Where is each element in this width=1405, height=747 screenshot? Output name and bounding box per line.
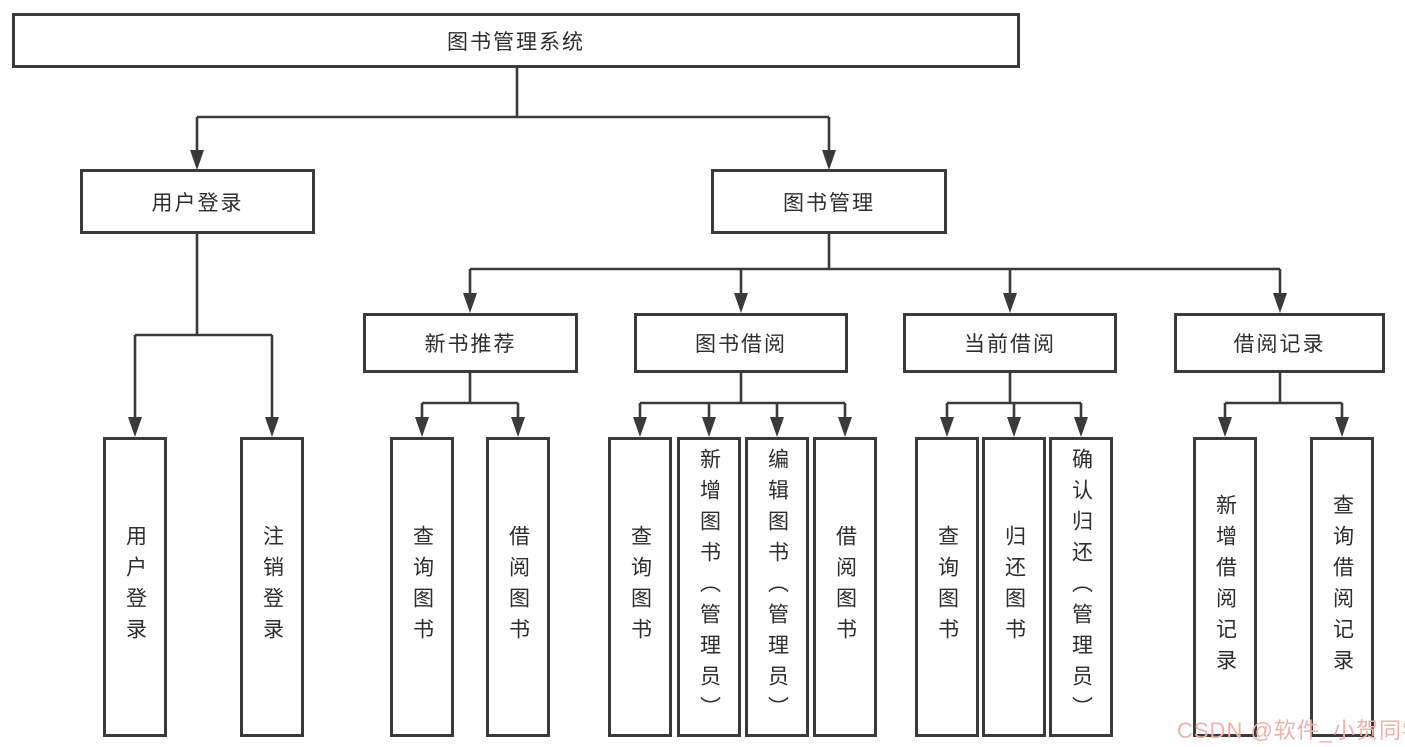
node-label: 新书推荐	[424, 333, 517, 356]
node-label: 查询图书	[628, 525, 652, 649]
node-label: 新增图书（管理员）	[697, 447, 721, 727]
node-label: 图书管理系统	[447, 30, 585, 54]
leaf-borrow-books-2: 借阅图书	[813, 437, 877, 737]
node-label: 借阅图书	[833, 525, 857, 649]
node-label: 借阅图书	[506, 525, 530, 649]
node-book-borrow: 图书借阅	[634, 313, 848, 373]
leaf-add-borrow-record: 新增借阅记录	[1193, 437, 1257, 737]
node-current-borrow: 当前借阅	[903, 313, 1117, 373]
leaf-query-books-1: 查询图书	[390, 437, 454, 737]
leaf-return-books: 归还图书	[982, 437, 1046, 737]
node-label: 查询图书	[935, 525, 959, 649]
node-label: 用户登录	[151, 191, 244, 215]
leaf-query-books-3: 查询图书	[915, 437, 979, 737]
leaf-confirm-return-admin: 确认归还（管理员）	[1049, 437, 1113, 737]
node-borrow-records: 借阅记录	[1174, 313, 1385, 373]
node-label: 图书管理	[783, 191, 875, 215]
node-label: 借阅记录	[1233, 333, 1326, 356]
leaf-query-books-2: 查询图书	[608, 437, 672, 737]
node-label: 查询图书	[410, 525, 434, 649]
leaf-logout: 注销登录	[240, 437, 304, 737]
node-label: 编辑图书（管理员）	[765, 447, 789, 727]
leaf-add-books-admin: 新增图书（管理员）	[677, 437, 741, 737]
node-book-management: 图书管理	[711, 169, 947, 234]
leaf-query-borrow-record: 查询借阅记录	[1310, 437, 1374, 737]
node-label: 注销登录	[260, 525, 284, 649]
node-label: 归还图书	[1002, 525, 1026, 649]
node-new-book-recommend: 新书推荐	[363, 313, 578, 373]
node-user-login: 用户登录	[80, 169, 315, 234]
node-label: 当前借阅	[964, 333, 1056, 356]
node-label: 查询借阅记录	[1330, 494, 1354, 680]
node-label: 确认归还（管理员）	[1069, 447, 1093, 727]
node-root-system: 图书管理系统	[12, 13, 1020, 68]
csdn-watermark: CSDN @软件_小贺同学	[1177, 718, 1405, 743]
leaf-user-login: 用户登录	[103, 437, 167, 737]
node-label: 新增借阅记录	[1213, 494, 1237, 680]
leaf-borrow-books-1: 借阅图书	[486, 437, 550, 737]
leaf-edit-books-admin: 编辑图书（管理员）	[745, 437, 809, 737]
node-label: 用户登录	[123, 525, 147, 649]
node-label: 图书借阅	[695, 333, 787, 356]
